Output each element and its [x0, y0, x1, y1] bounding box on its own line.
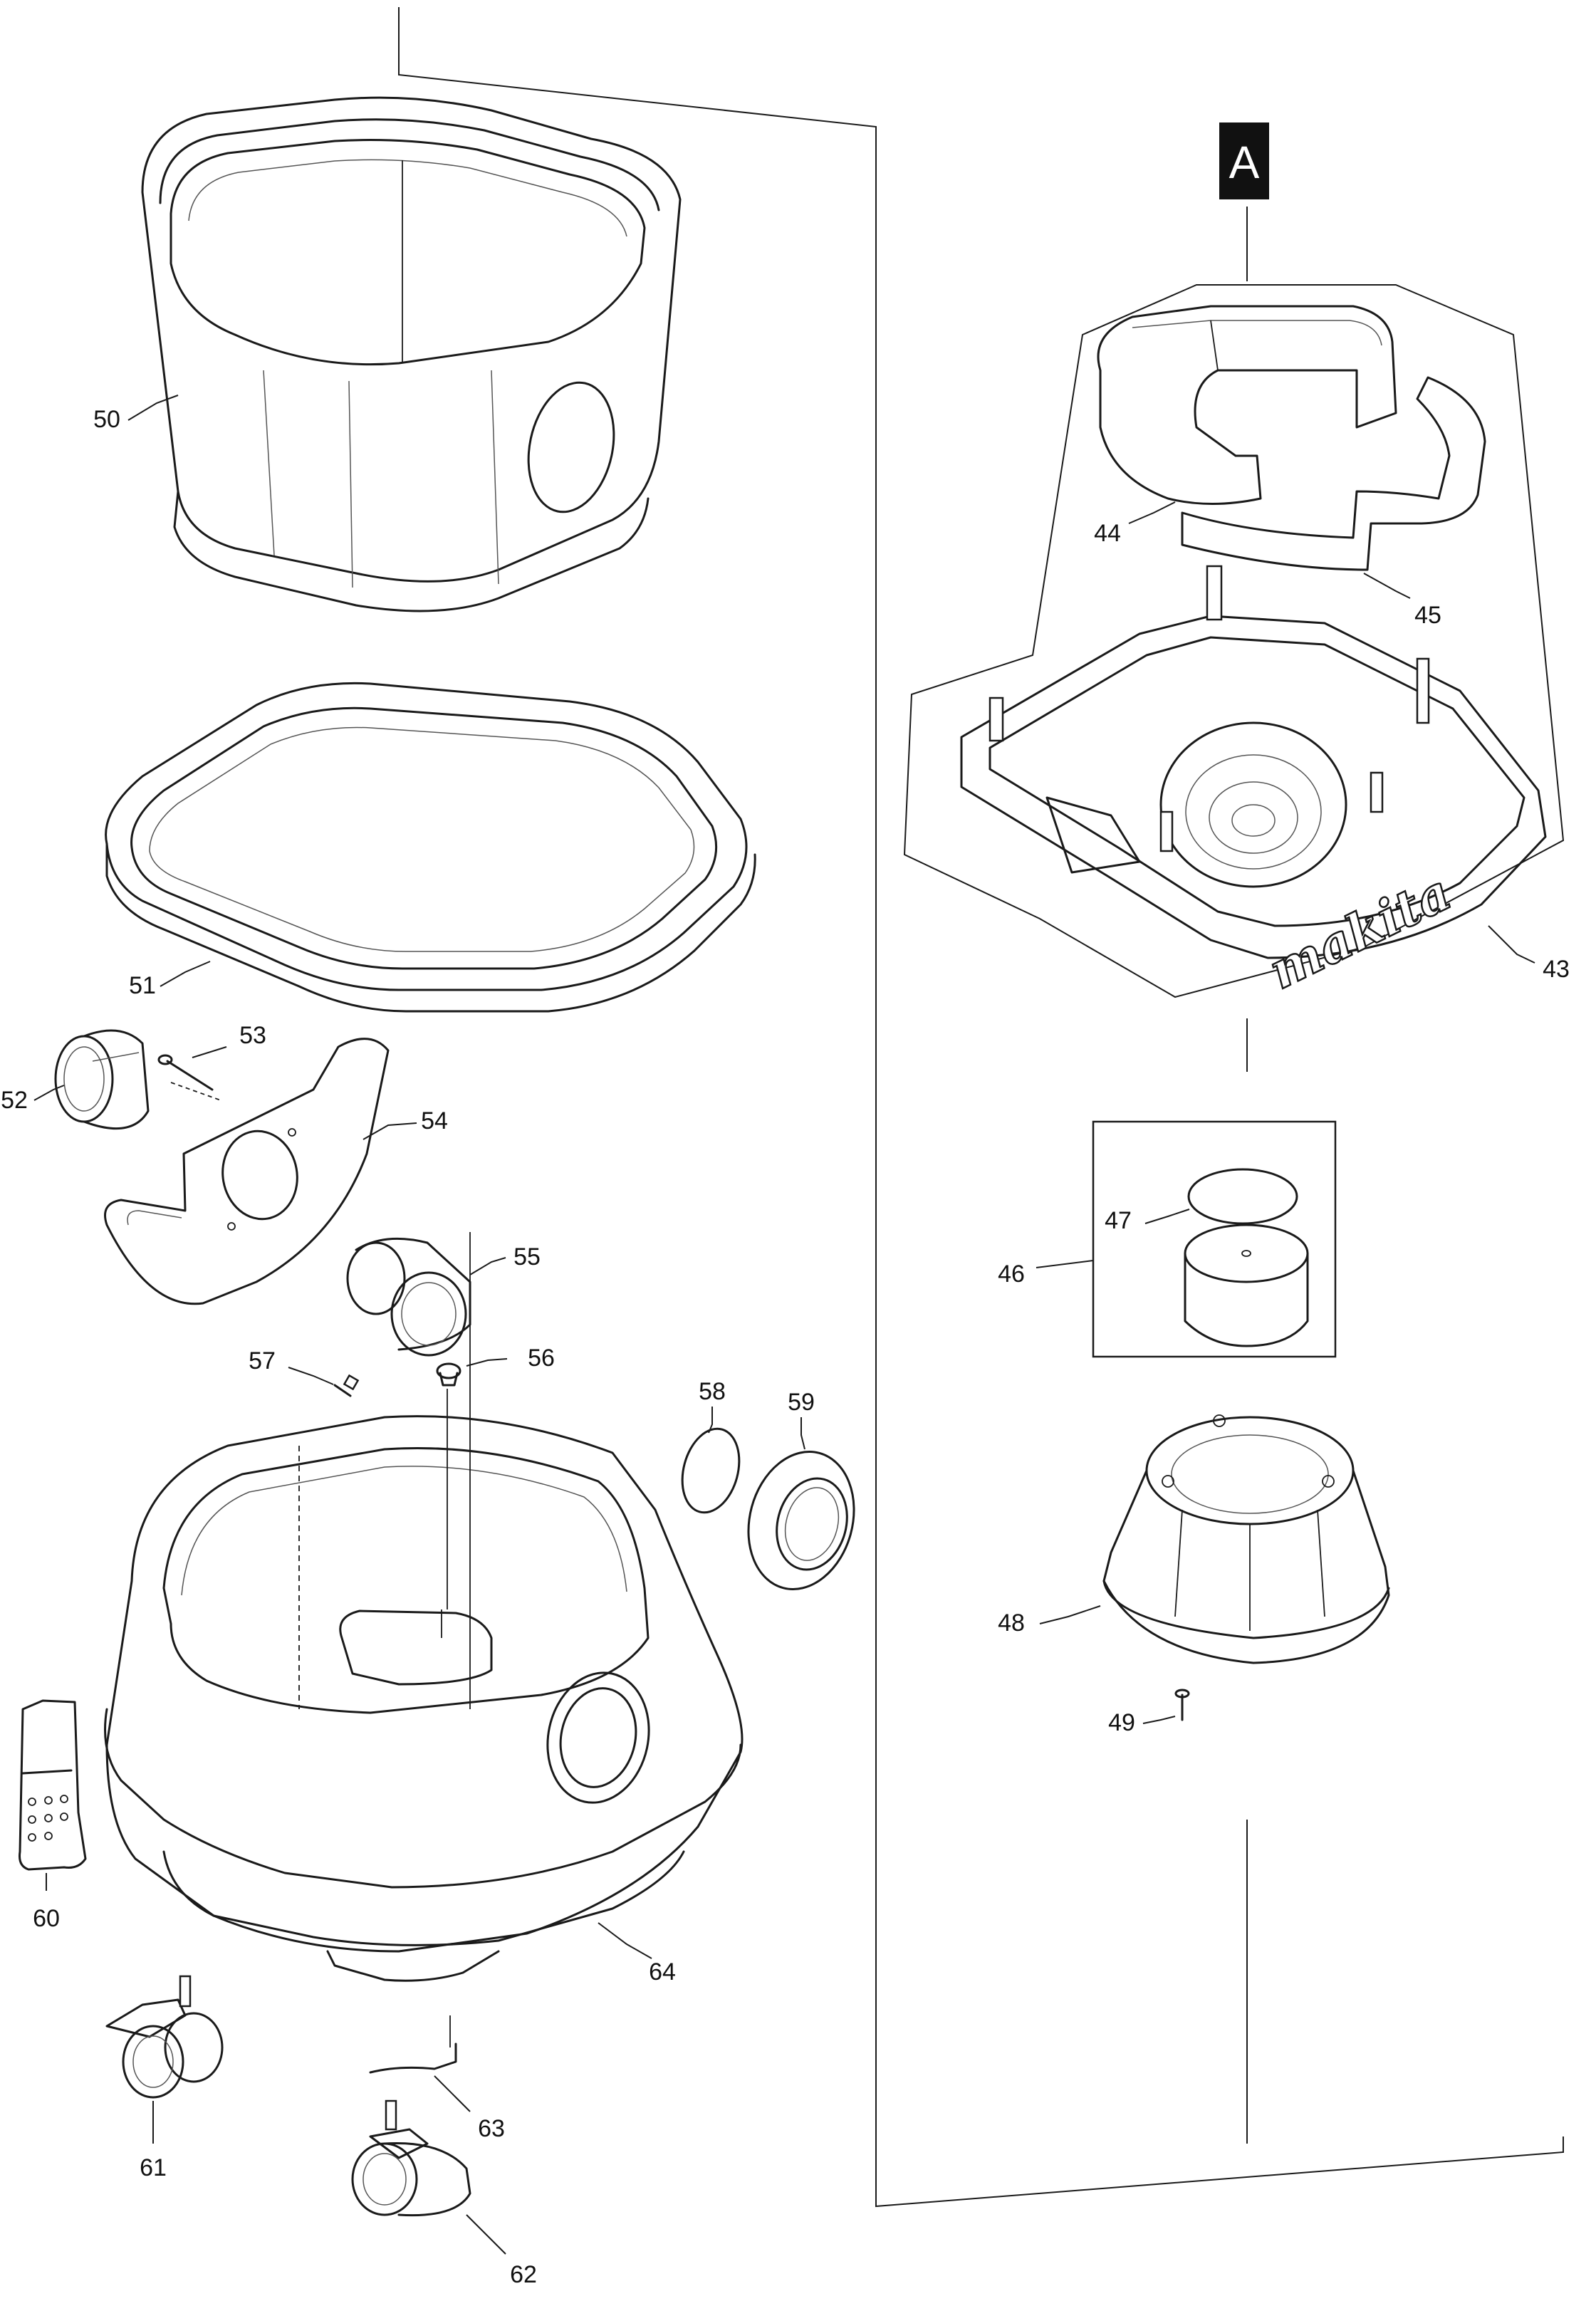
part-label-43: 43 [1543, 956, 1570, 983]
part-label-47: 47 [1105, 1207, 1132, 1234]
part-43-housing: makita [960, 565, 1547, 1001]
part-label-64: 64 [649, 1958, 676, 1986]
part-label-63: 63 [478, 2115, 505, 2142]
brand-logo: makita [1258, 862, 1461, 1001]
section-tag-a: A [1219, 122, 1269, 281]
part-label-52: 52 [1, 1087, 28, 1114]
part-52-coupling [54, 1029, 150, 1130]
part-label-55: 55 [513, 1243, 541, 1270]
part-61-caster [105, 1975, 224, 2099]
part-label-51: 51 [129, 972, 156, 999]
part-label-62: 62 [510, 2261, 537, 2288]
part-54-deflector [104, 1038, 390, 1305]
part-45-seal [1181, 376, 1486, 571]
part-label-58: 58 [699, 1378, 726, 1405]
section-tag-letter: A [1229, 137, 1260, 188]
part-56-cap [436, 1362, 461, 1387]
part-46-filter-kit [1092, 1120, 1337, 1358]
part-label-59: 59 [788, 1389, 815, 1416]
part-63-wire [369, 2015, 457, 2074]
part-64-tank [104, 1232, 744, 1982]
part-label-57: 57 [249, 1347, 276, 1374]
part-53-screw [157, 1046, 227, 1101]
part-label-49: 49 [1108, 1709, 1135, 1736]
part-label-53: 53 [239, 1022, 266, 1049]
part-55-inlet [346, 1237, 471, 1357]
part-label-54: 54 [421, 1107, 448, 1134]
part-51-filter-frame [105, 682, 756, 1013]
part-label-56: 56 [528, 1345, 555, 1372]
part-44-seal [1097, 305, 1397, 505]
part-50-container [141, 96, 682, 612]
part-57-bolt [333, 1374, 360, 1397]
part-label-50: 50 [93, 406, 120, 433]
part-58-gasket [681, 1427, 741, 1514]
part-59-port-ring [747, 1451, 855, 1590]
part-label-48: 48 [998, 1609, 1025, 1637]
brand-text: makita [1260, 862, 1460, 1001]
part-60-latch [19, 1699, 87, 1871]
part-label-45: 45 [1414, 602, 1441, 629]
part-label-61: 61 [140, 2154, 167, 2181]
part-label-44: 44 [1094, 520, 1121, 547]
part-49-screw [1174, 1689, 1190, 1721]
part-48-cage [1102, 1414, 1390, 1664]
part-label-60: 60 [33, 1905, 60, 1932]
assembly-boundary [398, 7, 1564, 2208]
part-label-46: 46 [998, 1261, 1025, 1288]
part-62-caster [351, 2099, 471, 2217]
subassembly-43-outline [903, 284, 1565, 998]
